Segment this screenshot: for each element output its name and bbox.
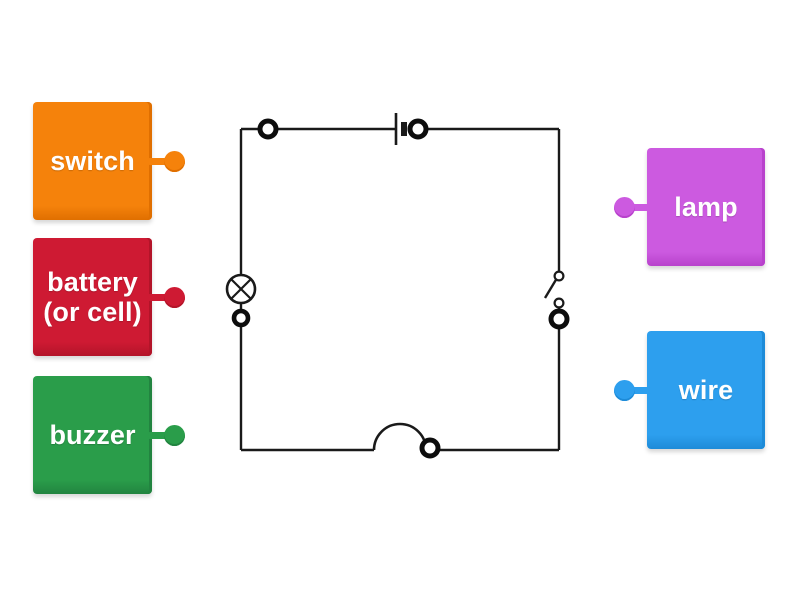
drop-target-lamp[interactable] — [231, 308, 251, 328]
lamp-circle-icon — [225, 273, 257, 305]
label-tile-wire-text: wire — [678, 374, 734, 405]
lamp-cross-stroke-b-icon — [230, 278, 252, 300]
drop-target-battery[interactable] — [407, 118, 429, 140]
drop-target-buzzer[interactable] — [419, 437, 441, 459]
label-tile-switch-text: switch — [50, 145, 135, 176]
label-tile-battery-line2: (or cell) — [43, 297, 142, 327]
label-tile-switch[interactable]: switch — [33, 102, 185, 220]
buzzer-dome-icon — [372, 422, 428, 451]
label-tile-wire[interactable]: wire — [614, 331, 765, 449]
label-tile-battery-text: battery (or cell) — [37, 267, 147, 327]
label-tile-lamp[interactable]: lamp — [614, 148, 765, 266]
label-tile-battery-line1: battery — [47, 266, 138, 297]
switch-lever-icon — [543, 278, 558, 299]
label-tile-battery[interactable]: battery (or cell) — [33, 238, 185, 356]
drop-target-switch[interactable] — [548, 308, 570, 330]
label-tile-buzzer-text: buzzer — [49, 419, 136, 450]
drop-target-wire[interactable] — [257, 118, 279, 140]
label-tile-buzzer[interactable]: buzzer — [33, 376, 185, 494]
switch-lower-terminal-icon — [553, 297, 565, 309]
label-tile-lamp-text: lamp — [674, 191, 738, 222]
switch-upper-terminal-icon — [553, 270, 565, 282]
